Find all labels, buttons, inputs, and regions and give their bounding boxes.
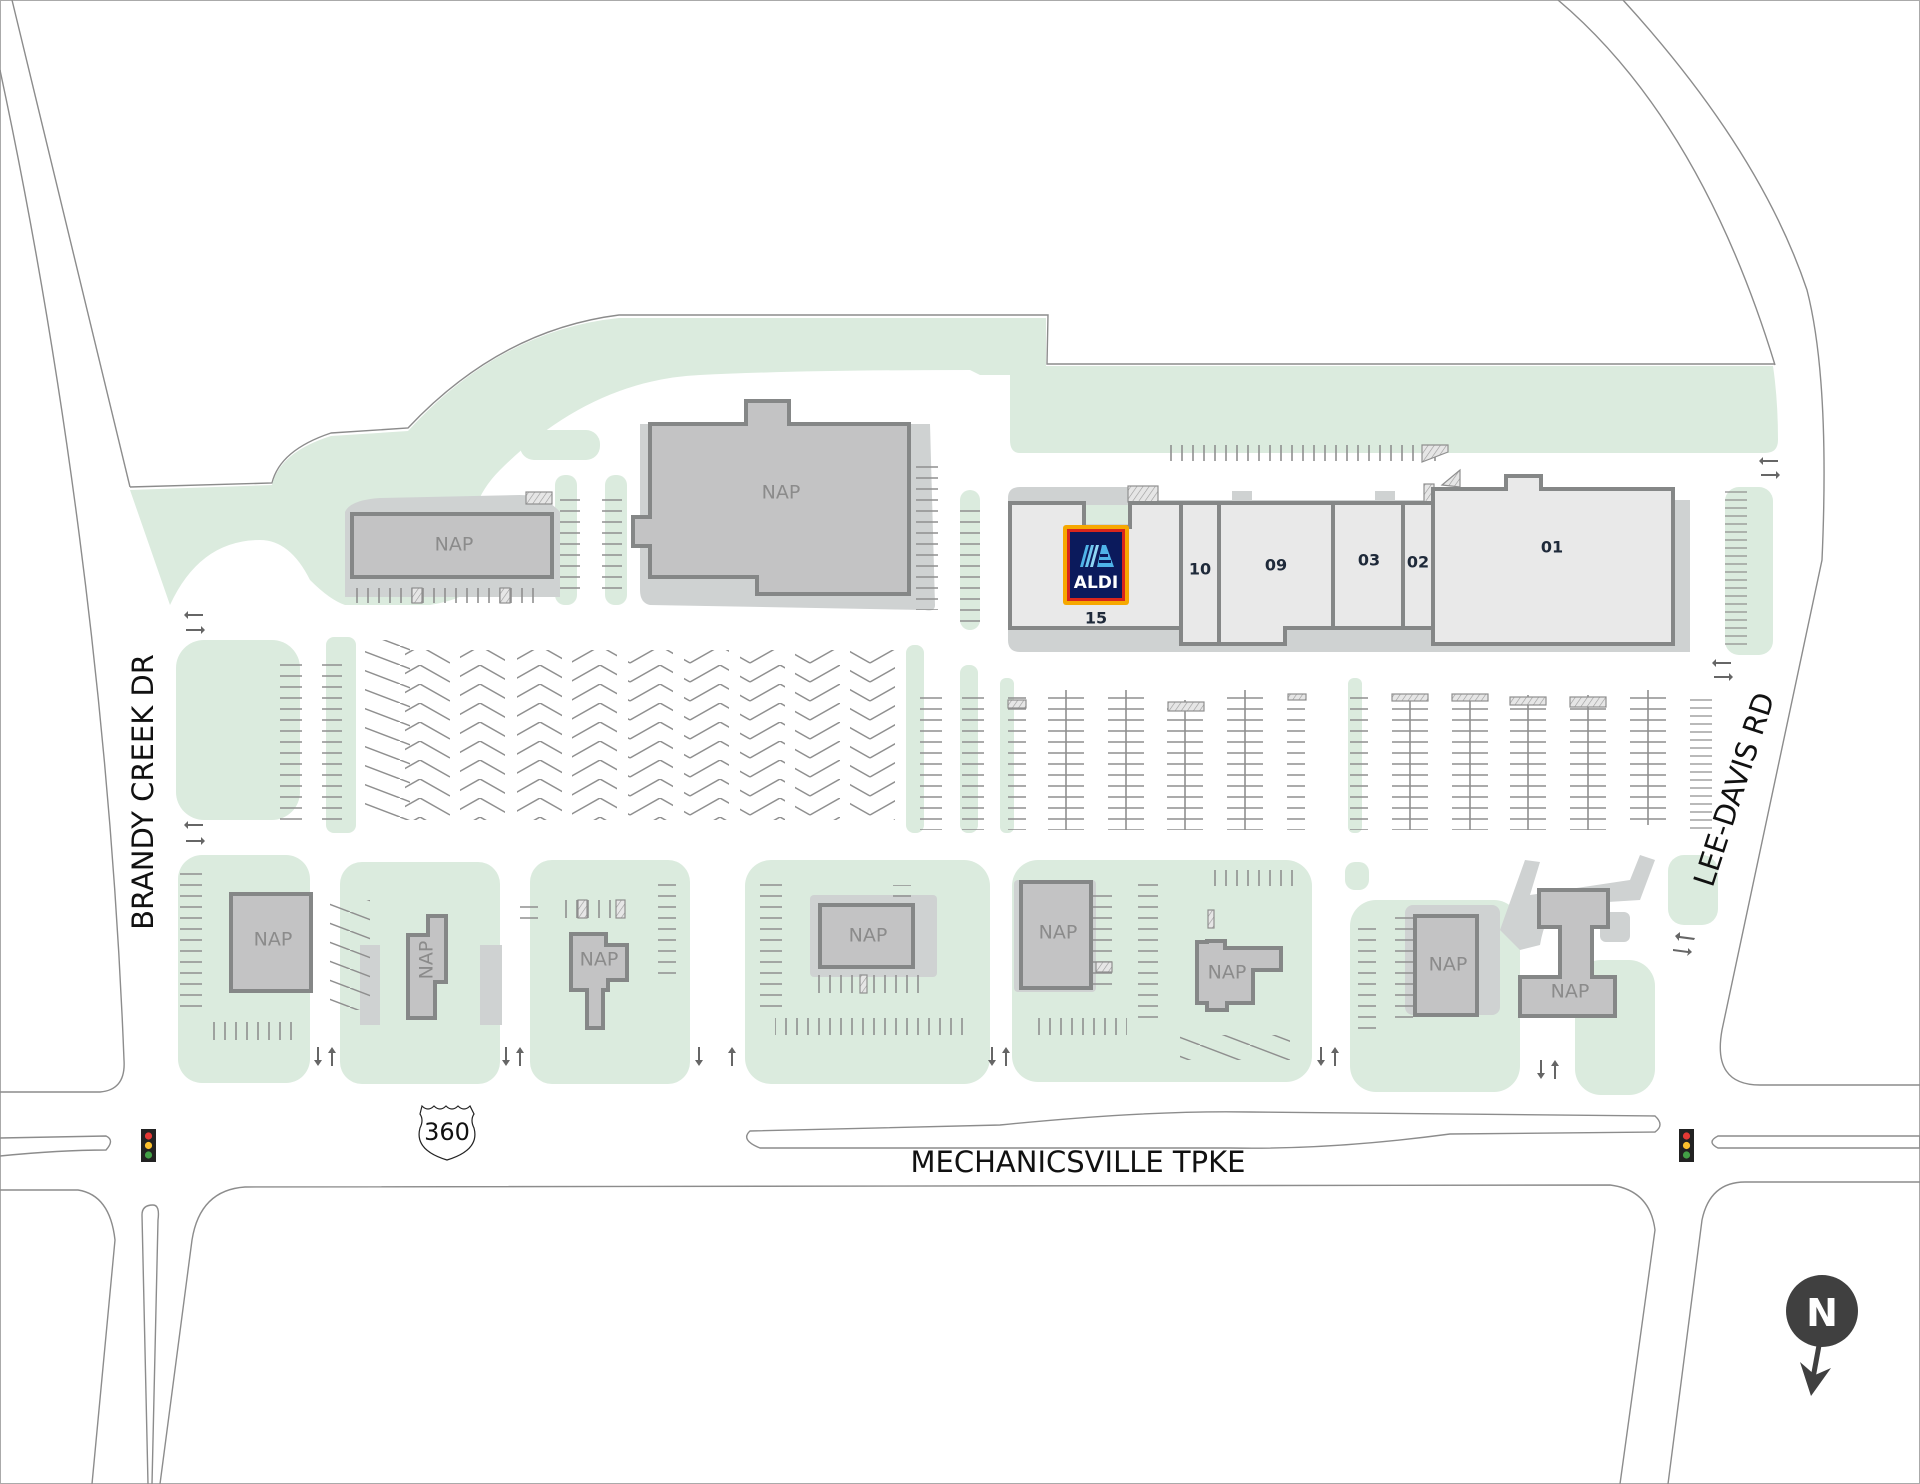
svg-text:09: 09 bbox=[1265, 556, 1287, 575]
suite-10[interactable]: 10 bbox=[1179, 501, 1221, 646]
us-route-360-shield: 360 bbox=[418, 1104, 476, 1161]
svg-text:NAP: NAP bbox=[416, 941, 438, 980]
traffic-direction-arrows bbox=[184, 457, 1780, 1079]
road-label-brandy-creek-dr: BRANDY CREEK DR bbox=[126, 654, 160, 930]
road-label-mechanicsville-tpke: MECHANICSVILLE TPKE bbox=[911, 1145, 1246, 1179]
nap-building-south-6[interactable]: NAP bbox=[1195, 939, 1283, 1012]
svg-text:01: 01 bbox=[1541, 538, 1563, 557]
svg-text:15: 15 bbox=[1085, 609, 1107, 628]
nap-building-south-2[interactable]: NAP bbox=[406, 914, 448, 1020]
svg-text:ALDI: ALDI bbox=[1074, 573, 1118, 593]
median-west bbox=[0, 1135, 112, 1157]
accessible-parking bbox=[411, 444, 1607, 994]
north-arrow-compass: N bbox=[1786, 1275, 1858, 1396]
suite-02[interactable]: 02 bbox=[1401, 501, 1435, 630]
svg-text:NAP: NAP bbox=[435, 534, 474, 556]
nap-building-north-center[interactable]: NAP bbox=[631, 399, 911, 596]
mechanicsville-sw-corner bbox=[0, 1189, 116, 1484]
mechanicsville-se-corner bbox=[1667, 1181, 1920, 1484]
nap-building-south-7[interactable]: NAP bbox=[1413, 914, 1479, 1017]
svg-text:NAP: NAP bbox=[580, 949, 619, 971]
svg-text:NAP: NAP bbox=[1429, 954, 1468, 976]
median-center bbox=[746, 1111, 1661, 1149]
compass-label: N bbox=[1806, 1291, 1838, 1335]
nap-building-south-1[interactable]: NAP bbox=[229, 892, 313, 993]
shopping-center: 15 10 09 03 02 01 bbox=[1008, 474, 1675, 646]
svg-text:03: 03 bbox=[1358, 551, 1380, 570]
svg-text:02: 02 bbox=[1407, 553, 1429, 572]
median-east bbox=[1711, 1135, 1920, 1149]
outparcels: NAP NAP NAP NAP NAP NAP NAP NAP bbox=[229, 399, 1617, 1030]
svg-text:10: 10 bbox=[1189, 560, 1211, 579]
aldi-stripes-icon bbox=[1080, 545, 1114, 567]
brandy-creek-road-edge-east bbox=[11, 0, 131, 488]
suite-03[interactable]: 03 bbox=[1331, 501, 1405, 630]
svg-text:360: 360 bbox=[424, 1118, 470, 1146]
suite-01[interactable]: 01 bbox=[1431, 474, 1675, 646]
mechanicsville-south-edge bbox=[159, 1184, 1656, 1484]
svg-text:NAP: NAP bbox=[1039, 922, 1078, 944]
brandy-creek-south-median bbox=[141, 1204, 160, 1484]
svg-text:NAP: NAP bbox=[1208, 962, 1247, 984]
svg-text:NAP: NAP bbox=[1551, 981, 1590, 1003]
svg-text:NAP: NAP bbox=[254, 929, 293, 951]
suite-09[interactable]: 09 bbox=[1217, 501, 1335, 646]
nap-building-south-3[interactable]: NAP bbox=[569, 932, 629, 1030]
nap-building-north-west[interactable]: NAP bbox=[350, 512, 554, 579]
nap-building-south-5[interactable]: NAP bbox=[1019, 880, 1093, 990]
nap-building-south-8[interactable]: NAP bbox=[1518, 888, 1617, 1018]
lee-davis-road-edge-west bbox=[1557, 0, 1776, 366]
svg-text:NAP: NAP bbox=[849, 925, 888, 947]
traffic-signal-west bbox=[141, 1129, 156, 1162]
lee-davis-road-edge-east bbox=[1622, 0, 1920, 1086]
aldi-logo[interactable]: ALDI bbox=[1063, 525, 1129, 605]
parking-stalls bbox=[180, 445, 1747, 1060]
nap-building-south-4[interactable]: NAP bbox=[818, 903, 915, 969]
entrance-arrows-south bbox=[314, 1047, 1559, 1079]
brandy-creek-road-edge-west bbox=[0, 69, 125, 1093]
property-boundary bbox=[129, 314, 1775, 488]
svg-text:NAP: NAP bbox=[762, 482, 801, 504]
traffic-signal-east bbox=[1679, 1129, 1694, 1162]
